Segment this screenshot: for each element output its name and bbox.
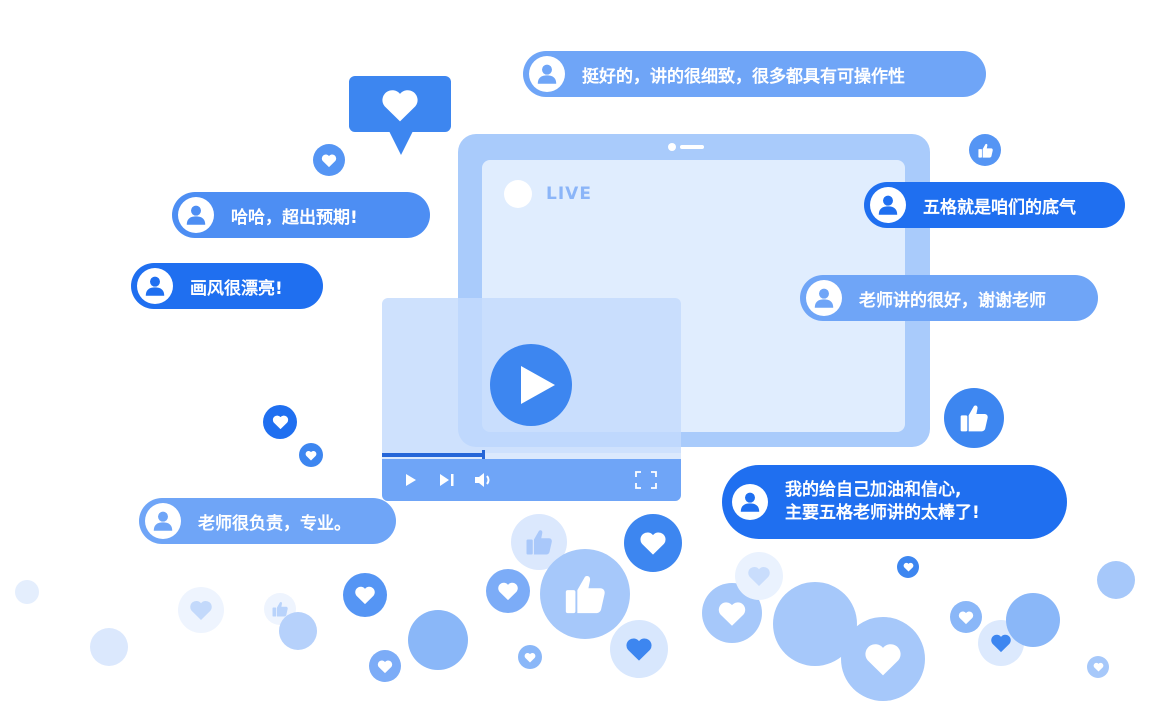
comment-bubble: 老师很负责，专业。 <box>139 498 396 544</box>
comment-text: 老师很负责，专业。 <box>198 513 351 534</box>
heart-icon <box>1093 662 1104 672</box>
heart-icon <box>958 610 974 625</box>
progress-handle[interactable] <box>481 450 485 460</box>
play-button[interactable] <box>490 344 572 426</box>
heart-icon <box>863 641 903 677</box>
bubble-decor <box>15 580 39 604</box>
heart-icon <box>272 414 289 430</box>
heart-icon <box>354 585 376 605</box>
heart-icon <box>717 600 747 627</box>
play-icon[interactable] <box>405 473 417 487</box>
heart-bubble <box>299 443 323 467</box>
speech-tail <box>389 131 413 155</box>
bubble-decor <box>408 610 468 670</box>
heart-bubble <box>610 620 668 678</box>
thumbs-up-icon <box>524 527 554 557</box>
live-label: LIVE <box>546 184 592 204</box>
comment-bubble: 老师讲的很好，谢谢老师 <box>800 275 1098 321</box>
heart-bubble <box>735 552 783 600</box>
user-icon <box>183 202 209 228</box>
heart-bubble <box>518 645 542 669</box>
heart-icon <box>639 530 667 556</box>
heart-icon <box>747 565 771 587</box>
thumbs-up-icon <box>958 402 990 434</box>
progress-bar[interactable] <box>382 450 681 460</box>
comment-bubble: 五格就是咱们的底气 <box>864 182 1125 228</box>
camera-slot <box>680 145 704 149</box>
comment-line: 我的给自己加油和信心, <box>785 480 962 500</box>
heart-bubble <box>624 514 682 572</box>
next-icon[interactable] <box>439 473 455 487</box>
heart-icon <box>377 659 393 674</box>
heart-bubble <box>178 587 224 633</box>
heart-icon <box>380 87 420 123</box>
play-icon <box>521 366 555 404</box>
video-player[interactable] <box>382 298 681 501</box>
user-icon <box>150 508 176 534</box>
comment-text: 五格就是咱们的底气 <box>923 197 1076 218</box>
avatar <box>145 503 181 539</box>
user-icon <box>875 192 901 218</box>
heart-icon <box>625 636 653 662</box>
avatar <box>870 187 906 223</box>
bubble-decor <box>279 612 317 650</box>
player-controls <box>382 459 681 501</box>
heart-bubble <box>263 405 297 439</box>
heart-bubble <box>369 650 401 682</box>
comment-text: 挺好的，讲的很细致，很多都具有可操作性 <box>582 66 905 87</box>
avatar <box>806 280 842 316</box>
comment-text: 哈哈，超出预期! <box>231 207 358 228</box>
thumbs-up-bubble <box>540 549 630 639</box>
thumbs-up-icon <box>562 571 608 617</box>
bubble-decor <box>90 628 128 666</box>
comment-bubble: 哈哈，超出预期! <box>172 192 430 238</box>
thumbs-up-bubble <box>969 134 1001 166</box>
camera <box>668 143 676 151</box>
comment-line: 主要五格老师讲的太棒了! <box>785 503 980 523</box>
user-icon <box>737 489 763 515</box>
thumbs-up-bubble <box>944 388 1004 448</box>
comment-text: 我的给自己加油和信心, 主要五格老师讲的太棒了! <box>785 479 980 525</box>
heart-bubble <box>1087 656 1109 678</box>
heart-icon <box>305 450 317 461</box>
heart-bubble <box>486 569 530 613</box>
bubble-decor <box>1097 561 1135 599</box>
heart-bubble <box>897 556 919 578</box>
fullscreen-icon[interactable] <box>635 471 657 489</box>
progress-fill <box>382 453 484 457</box>
heart-icon <box>903 562 914 572</box>
avatar <box>178 197 214 233</box>
heart-speech-box <box>349 76 451 132</box>
comment-text: 画风很漂亮! <box>190 278 283 299</box>
live-indicator <box>504 180 532 208</box>
comment-bubble: 挺好的，讲的很细致，很多都具有可操作性 <box>523 51 986 97</box>
heart-icon <box>189 599 213 621</box>
user-icon <box>142 273 168 299</box>
comment-bubble: 画风很漂亮! <box>131 263 323 309</box>
heart-icon <box>497 581 519 601</box>
volume-icon[interactable] <box>474 471 496 489</box>
bubble-decor <box>1006 593 1060 647</box>
heart-bubble <box>950 601 982 633</box>
comment-text: 老师讲的很好，谢谢老师 <box>859 290 1046 311</box>
user-icon <box>811 285 837 311</box>
avatar <box>137 268 173 304</box>
thumbs-up-icon <box>977 142 994 159</box>
heart-bubble <box>343 573 387 617</box>
heart-bubble <box>313 144 345 176</box>
heart-icon <box>524 652 536 663</box>
avatar <box>529 56 565 92</box>
user-icon <box>534 61 560 87</box>
heart-icon <box>321 153 337 168</box>
avatar <box>732 484 768 520</box>
heart-icon <box>990 633 1012 653</box>
comment-bubble: 我的给自己加油和信心, 主要五格老师讲的太棒了! <box>722 465 1067 539</box>
heart-bubble <box>841 617 925 701</box>
